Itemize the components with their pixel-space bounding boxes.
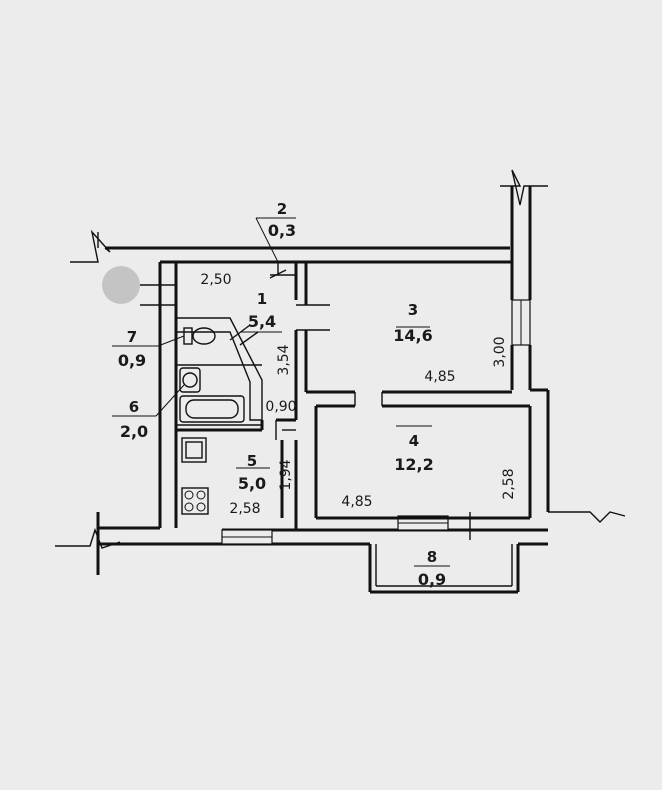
room-area: 0,3 — [268, 221, 296, 240]
dimension-label: 2,50 — [200, 272, 231, 288]
dimension-label: 2,58 — [229, 501, 260, 517]
room-area: 0,9 — [118, 351, 146, 370]
room-number: 4 — [409, 432, 419, 450]
room-area: 0,9 — [418, 570, 446, 589]
room-number: 2 — [277, 200, 287, 218]
room-area: 14,6 — [393, 326, 432, 345]
room-number: 7 — [127, 328, 137, 346]
marker-dot — [102, 266, 140, 304]
room-area: 12,2 — [394, 455, 433, 474]
toilet-icon — [183, 327, 216, 345]
dimension-label: 0,90 — [265, 399, 296, 415]
sink-icon — [179, 367, 201, 393]
kitchen-sink-icon — [181, 437, 207, 463]
stove-icon — [181, 487, 209, 515]
dimension-label: 3,00 — [492, 336, 508, 367]
balcony — [368, 544, 520, 594]
dimension-label: 1,94 — [278, 459, 294, 490]
room-number: 3 — [408, 301, 418, 319]
room-number: 1 — [257, 290, 267, 308]
room-area: 5,4 — [248, 312, 276, 331]
room-number: 8 — [427, 548, 437, 566]
dimension-label: 2,58 — [501, 468, 517, 499]
dimension-label: 4,85 — [341, 494, 372, 510]
dimension-label: 4,85 — [424, 369, 455, 385]
bathtub-icon — [179, 395, 245, 423]
interior-walls — [175, 262, 532, 530]
room-area: 5,0 — [238, 474, 266, 493]
leader-lines — [112, 217, 450, 567]
fixtures — [179, 327, 245, 515]
room-area: 2,0 — [120, 422, 148, 441]
room-number: 6 — [129, 398, 139, 416]
room-number: 5 — [247, 452, 257, 470]
dimension-label: 3,54 — [276, 344, 292, 375]
outer-walls — [55, 169, 626, 575]
